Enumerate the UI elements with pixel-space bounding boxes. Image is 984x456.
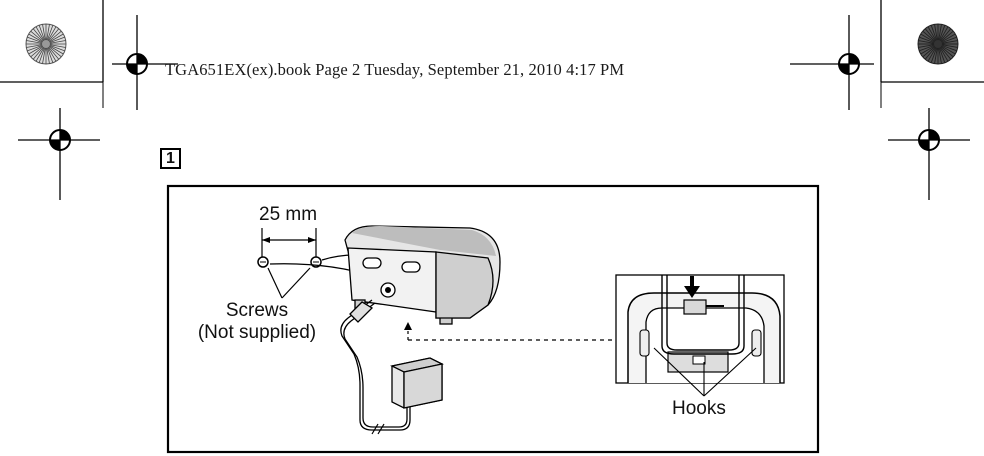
adaptor-cord [340,299,411,435]
screws-note-label: (Not supplied) [197,322,317,343]
screw-left [257,256,269,268]
base-unit-illustration [344,225,501,325]
hooks-detail-inset [615,274,785,397]
crop-marks [0,0,984,108]
registration-mark-top-left [112,15,178,110]
page-header-info: TGA651EX(ex).book Page 2 Tuesday, Septem… [165,60,625,79]
registration-mark-top-right [790,15,874,110]
step-number: 1 [160,148,181,169]
registration-mark-right [888,108,970,200]
ac-adaptor-illustration [390,357,444,409]
star-target-left [25,23,67,65]
star-target-right [917,23,959,65]
figure-frame [166,184,820,454]
screw-pointer-lines [267,267,311,299]
screws-label: Screws [225,300,289,321]
dimension-marker [261,228,317,262]
hooks-label: Hooks [672,398,726,419]
registration-mark-left [18,108,100,200]
detail-leader [404,322,616,341]
dimension-label: 25 mm [259,204,318,225]
